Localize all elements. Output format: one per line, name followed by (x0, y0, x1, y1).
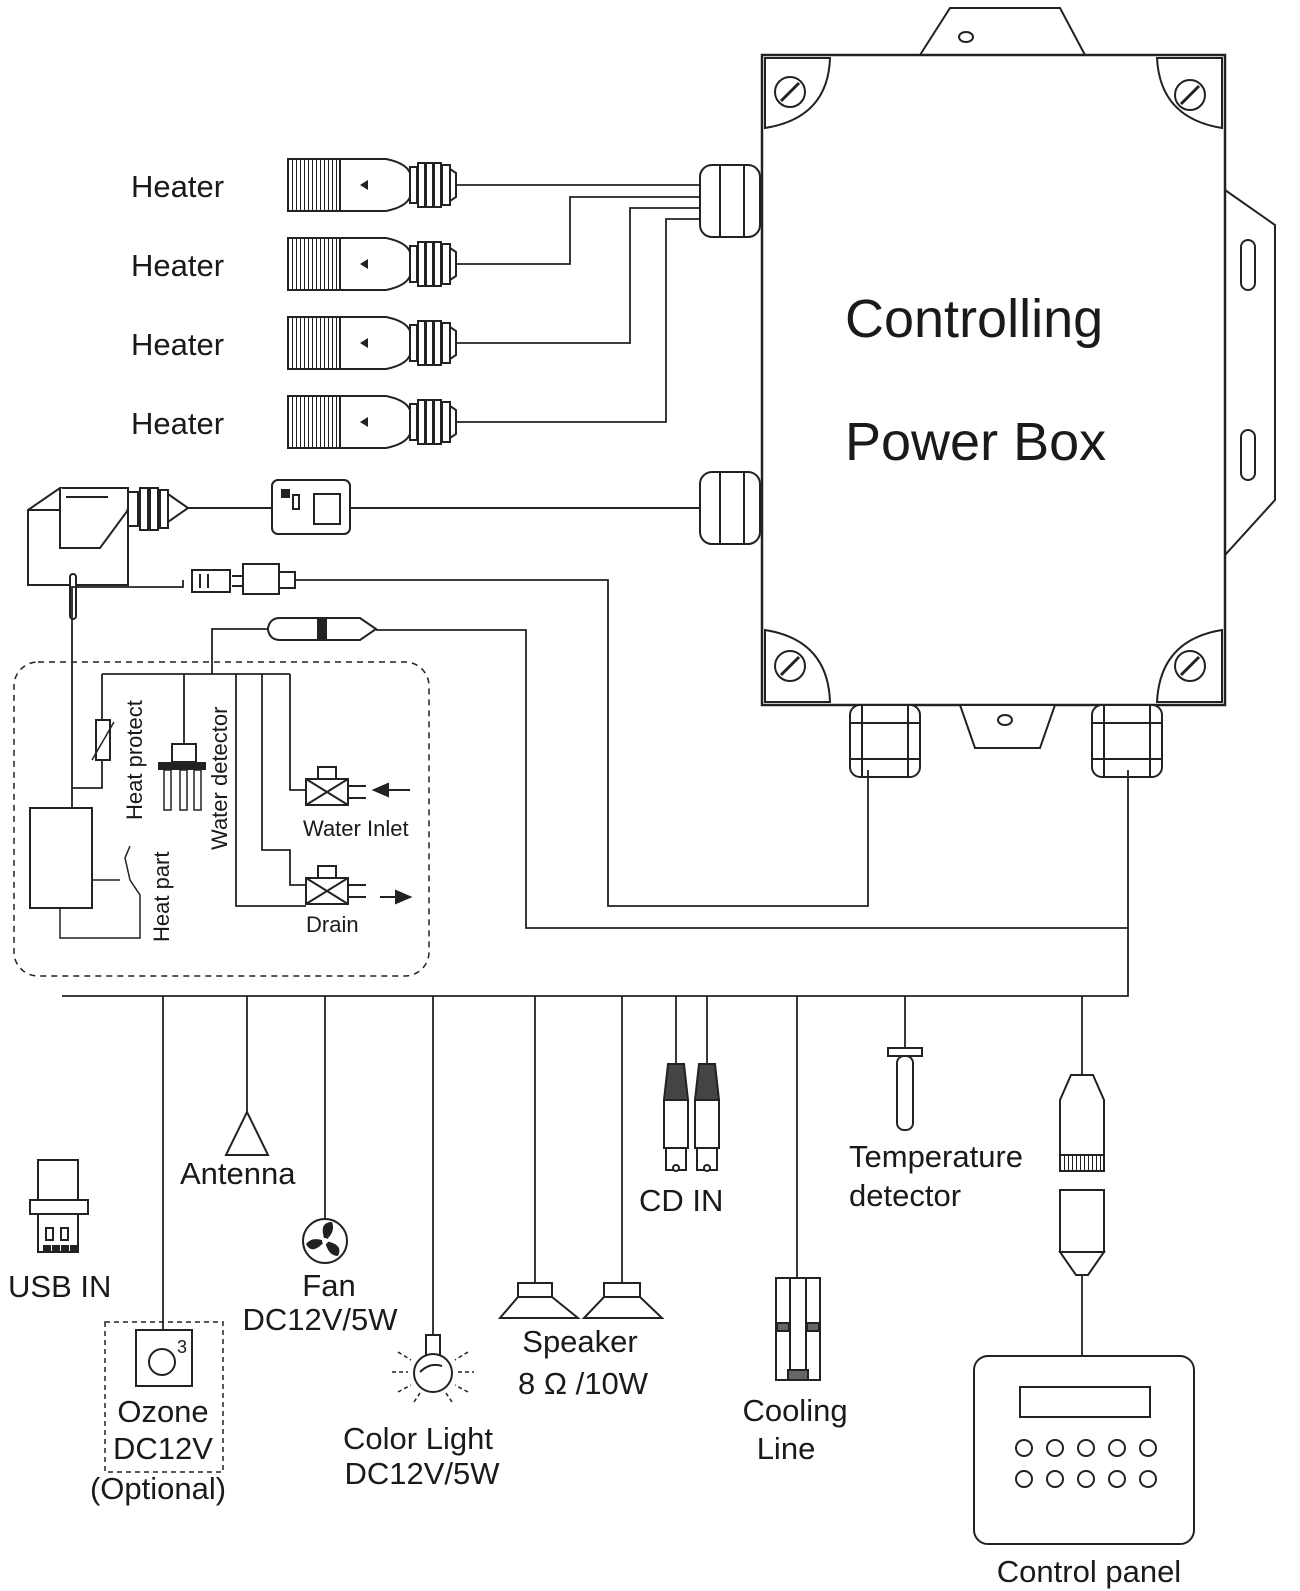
box-body (760, 53, 1227, 707)
drain-label: Drain (306, 912, 359, 937)
ozone-module (104, 1321, 224, 1473)
speaker-spec-label: 8 Ω /10W (518, 1366, 648, 1401)
bottom-gland-left (849, 704, 921, 778)
speaker-icon (497, 1282, 665, 1319)
cd-in-label: CD IN (639, 1183, 724, 1218)
heat-subsystem (13, 661, 430, 977)
heat-part-label: Heat part (149, 851, 174, 943)
panel-connector-icon (1058, 1074, 1106, 1276)
color-light-label: Color Light (343, 1421, 493, 1456)
power-box-title-line1: Controlling (845, 289, 1104, 349)
heater-label-3: Heater (131, 327, 225, 362)
speaker-label: Speaker (522, 1324, 638, 1359)
fan-spec-label: DC12V/5W (242, 1302, 398, 1337)
water-detector-label: Water detector (207, 706, 232, 850)
ozone-symbol: 3 (177, 1337, 188, 1357)
antenna-label: Antenna (180, 1156, 296, 1191)
ozone-optional-label: (Optional) (89, 1471, 227, 1506)
temperature-detector-label: Temperature (849, 1139, 1024, 1174)
ozone-label: Ozone (117, 1394, 209, 1429)
peripheral-drops (162, 996, 1083, 1355)
cooling-line-label-2: Line (756, 1431, 816, 1466)
color-light-icon (392, 1334, 474, 1403)
drain-valve (305, 865, 413, 905)
wiring (62, 579, 1129, 997)
heat-protect-label: Heat protect (122, 700, 147, 820)
mains-plug (27, 479, 700, 620)
bottom-gland-right (1091, 704, 1163, 778)
rca-plugs-icon (662, 1063, 721, 1172)
heater-label-2: Heater (131, 248, 225, 283)
cooling-line-label: Cooling (742, 1393, 848, 1428)
power-box-title-line2: Power Box (845, 412, 1107, 472)
water-inlet-valve (305, 766, 410, 806)
water-inlet-label: Water Inlet (303, 816, 409, 841)
heater-label-4: Heater (131, 406, 225, 441)
fan-label: Fan (302, 1268, 356, 1303)
control-panel-icon (973, 1355, 1195, 1545)
temperature-sensor-icon (887, 1047, 923, 1131)
power-box (699, 7, 1276, 778)
antenna-icon (224, 1109, 270, 1156)
usb-in-label: USB IN (8, 1269, 112, 1304)
fan-icon (302, 1218, 348, 1264)
color-light-spec-label: DC12V/5W (344, 1456, 500, 1491)
temperature-detector-label-2: detector (849, 1178, 962, 1213)
cooling-line-icon (775, 1277, 821, 1381)
ozone-spec-label: DC12V (113, 1431, 213, 1466)
inline-connectors (191, 563, 378, 641)
top-mount-tab (918, 7, 1087, 56)
heater-connectors (287, 158, 700, 449)
control-panel-label: Control panel (996, 1554, 1182, 1589)
usb-icon (29, 1159, 89, 1253)
side-mount-tab (1224, 188, 1276, 558)
heater-label-1: Heater (131, 169, 225, 204)
